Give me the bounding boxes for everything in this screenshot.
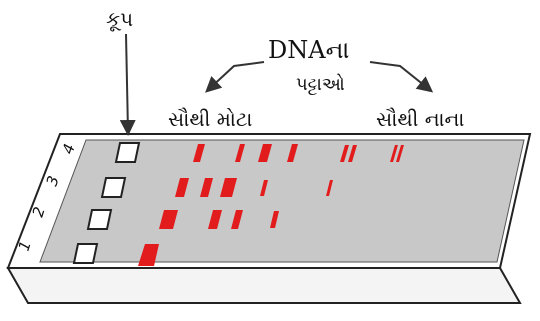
dna-bands [138, 144, 404, 266]
band-lane4-5 [340, 145, 349, 162]
well-lane-1 [72, 243, 99, 264]
band-lane3-3 [220, 178, 237, 197]
arrow-to-well [119, 33, 136, 136]
plate-front-edge [6, 267, 522, 304]
well-lane-3 [100, 177, 127, 198]
wells [72, 142, 141, 264]
band-lane2-4 [270, 211, 279, 228]
band-lane1-1 [138, 244, 159, 266]
band-lane4-3 [258, 144, 272, 162]
band-lane4-1 [193, 144, 205, 162]
arrow-to-smallest [369, 61, 434, 93]
label-dna-bands-line1: DNAના [268, 36, 349, 64]
band-lane4-7 [390, 145, 398, 162]
band-lane3-1 [175, 178, 189, 197]
band-lane3-2 [200, 178, 213, 197]
well-lane-4 [114, 142, 141, 163]
band-lane3-5 [326, 180, 333, 196]
band-lane2-2 [208, 210, 222, 229]
label-well: કૂપ [106, 7, 133, 31]
arrow-to-largest [205, 61, 265, 93]
well-lane-2 [86, 209, 113, 230]
band-lane2-1 [159, 210, 178, 229]
gel-slab [39, 139, 525, 263]
band-lane3-4 [260, 180, 268, 196]
band-lane4-8 [396, 145, 404, 162]
band-lane2-3 [231, 210, 243, 229]
band-lane4-2 [235, 144, 245, 162]
label-smallest: સૌથી નાના [376, 107, 464, 131]
band-lane4-6 [348, 145, 357, 162]
label-dna-bands-line2: પટ્ટાઓ [296, 74, 345, 95]
label-largest: સૌથી મોટા [168, 107, 253, 131]
band-lane4-4 [287, 144, 298, 162]
